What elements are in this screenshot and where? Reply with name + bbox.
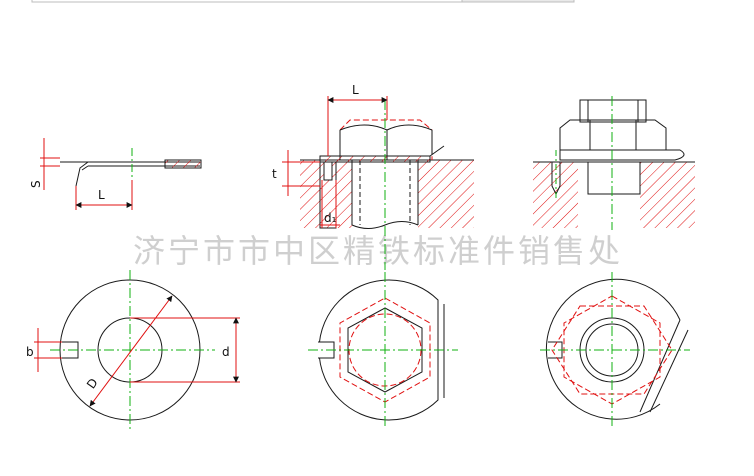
washer-side-view: S L <box>29 138 202 210</box>
t-label: t <box>272 167 277 181</box>
hatch-right <box>418 160 474 228</box>
top-edge-toolbar <box>31 0 575 3</box>
s-label: S <box>29 180 43 188</box>
washer-plan-view: b D d <box>26 270 240 430</box>
watermark-text: 济宁市市中区精铁标准件销售处 <box>133 232 623 270</box>
l-top-label: L <box>352 83 359 97</box>
hex-plan-view-right <box>540 272 690 428</box>
washer-tab <box>60 161 90 187</box>
hex-plan-view-middle <box>308 272 458 428</box>
section-view-middle: L t d₁ <box>272 83 474 270</box>
d-label: d <box>222 345 230 359</box>
section-view-right <box>533 96 695 230</box>
washer-section-hatch <box>164 159 202 169</box>
b-label: b <box>26 345 34 359</box>
big-d-label: D <box>84 376 101 392</box>
big-d-dim-line <box>89 295 173 407</box>
l-label: L <box>98 188 105 202</box>
d1-label: d₁ <box>324 211 337 225</box>
